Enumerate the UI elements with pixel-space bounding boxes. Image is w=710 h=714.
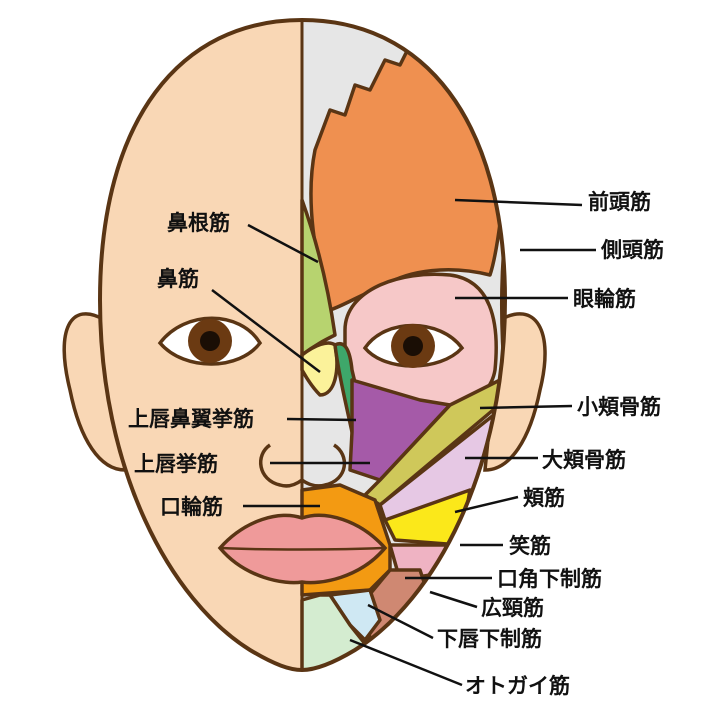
label-frontalis: 前頭筋 — [588, 190, 651, 214]
leader-zygomaticus-minor — [479, 404, 573, 410]
label-depressor-anguli: 口角下制筋 — [497, 567, 602, 591]
nose — [259, 443, 347, 488]
label-zygomaticus-minor: 小頬骨筋 — [577, 395, 661, 419]
leader-levator-labii-alaeque — [286, 417, 357, 422]
label-nasalis: 鼻筋 — [157, 267, 199, 291]
lip-line — [221, 546, 384, 551]
leader-nasalis — [211, 289, 321, 373]
label-levator-labii: 上唇挙筋 — [134, 452, 218, 476]
nasalis-muscle — [300, 341, 339, 397]
left-ear — [62, 312, 127, 472]
face-contour — [97, 17, 508, 673]
leader-buccinator — [454, 495, 519, 514]
label-buccinator: 頬筋 — [523, 486, 565, 510]
label-risorius: 笑筋 — [509, 534, 551, 558]
label-temporalis: 側頭筋 — [600, 238, 664, 262]
leader-depressor-labii — [367, 603, 434, 640]
label-orbicularis-oculi: 眼輪筋 — [573, 287, 636, 311]
label-depressor-labii: 下唇下制筋 — [437, 627, 542, 651]
label-procerus: 鼻根筋 — [167, 211, 230, 235]
leader-mentalis — [349, 638, 463, 687]
mentalis-muscle — [300, 593, 372, 670]
label-mentalis: オトガイ筋 — [465, 674, 570, 698]
left-pupil — [200, 331, 220, 351]
right-pupil — [403, 336, 423, 356]
temporalis-muscle — [499, 178, 505, 472]
leader-procerus — [247, 223, 319, 264]
label-orbicularis-oris: 口輪筋 — [160, 495, 223, 519]
leader-lines — [211, 198, 596, 687]
leader-frontalis — [454, 198, 583, 207]
label-levator-labii-alaeque: 上唇鼻翼挙筋 — [128, 407, 254, 431]
label-platysma: 広頸筋 — [481, 596, 544, 620]
label-zygomaticus-major: 大頬骨筋 — [542, 448, 626, 472]
leader-platysma — [429, 590, 478, 609]
